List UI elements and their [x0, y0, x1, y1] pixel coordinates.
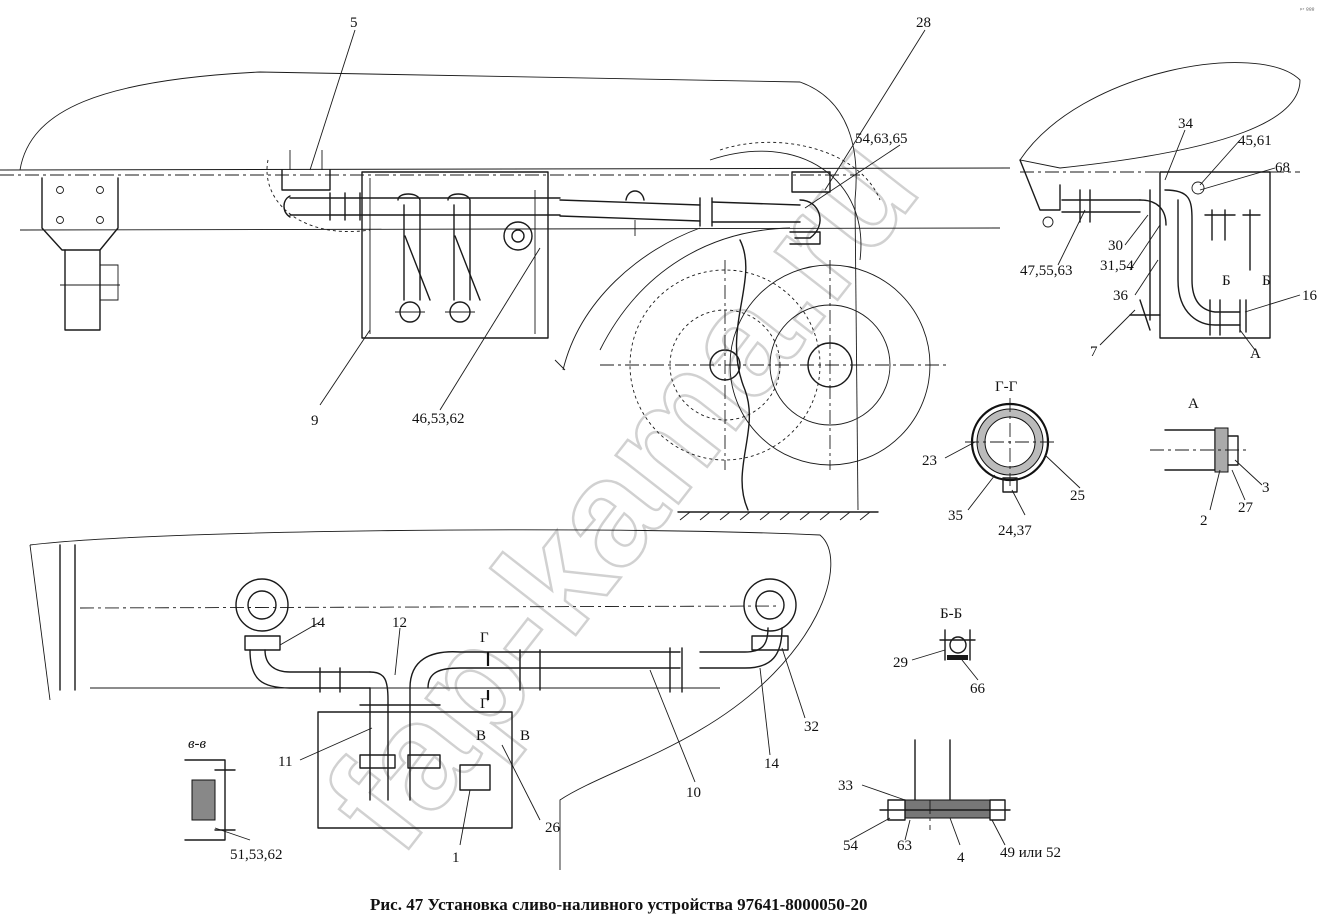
leader-lines — [214, 29, 1301, 846]
label-23: 23 — [922, 453, 937, 469]
section-gg — [965, 398, 1055, 493]
label-9: 9 — [311, 413, 319, 429]
label-35: 35 — [948, 508, 963, 524]
label-11: 11 — [278, 754, 292, 770]
label-47-55-63: 47,55,63 — [1020, 263, 1073, 279]
label-30: 30 — [1108, 238, 1123, 254]
callout-labels: 5 28 54,63,65 9 46,53,62 34 45,61 68 30 … — [188, 15, 1318, 866]
section-bb-title: Б-Б — [940, 606, 962, 622]
section-gg-title: Г-Г — [995, 379, 1018, 395]
label-b-marker-2: Б — [1262, 273, 1271, 289]
label-68: 68 — [1275, 160, 1290, 176]
label-7: 7 — [1090, 344, 1098, 360]
end-view-top-right — [1019, 62, 1301, 339]
section-vv — [184, 759, 236, 841]
label-33: 33 — [838, 778, 853, 794]
label-a-view-marker: А — [1250, 346, 1261, 362]
label-51-53-62: 51,53,62 — [230, 847, 283, 863]
label-63: 63 — [897, 838, 912, 854]
label-54-63-65: 54,63,65 — [855, 131, 908, 147]
label-b-marker-1: Б — [1222, 273, 1231, 289]
label-54: 54 — [843, 838, 859, 854]
label-26: 26 — [545, 820, 561, 836]
label-10: 10 — [686, 785, 701, 801]
label-14-left: 14 — [310, 615, 326, 631]
side-view-top — [0, 71, 1011, 521]
label-12: 12 — [392, 615, 407, 631]
label-31-54: 31,54 — [1100, 258, 1134, 274]
label-2: 2 — [1200, 513, 1208, 529]
label-16: 16 — [1302, 288, 1318, 304]
label-5: 5 — [350, 15, 358, 31]
label-32: 32 — [804, 719, 819, 735]
view-a — [1150, 427, 1248, 473]
section-vv-title: в-в — [188, 736, 207, 752]
view-a-title: А — [1188, 396, 1199, 412]
label-28: 28 — [916, 15, 931, 31]
label-25: 25 — [1070, 488, 1085, 504]
label-24-37: 24,37 — [998, 523, 1032, 539]
label-v-marker-2: В — [520, 728, 530, 744]
label-14-right: 14 — [764, 756, 780, 772]
label-4: 4 — [957, 850, 965, 866]
label-34: 34 — [1178, 116, 1194, 132]
label-49-or-52: 49 или 52 — [1000, 845, 1061, 861]
bolt-detail — [879, 739, 1011, 830]
label-1: 1 — [452, 850, 460, 866]
label-27: 27 — [1238, 500, 1254, 516]
figure-caption: Рис. 47 Установка сливо-наливного устрой… — [370, 895, 867, 914]
label-3: 3 — [1262, 480, 1270, 496]
section-bb — [939, 629, 976, 661]
plan-view-bottom — [29, 529, 832, 870]
label-36: 36 — [1113, 288, 1129, 304]
label-45-61: 45,61 — [1238, 133, 1272, 149]
label-46-53-62: 46,53,62 — [412, 411, 465, 427]
label-66: 66 — [970, 681, 986, 697]
label-g-marker-2: Г — [480, 696, 489, 712]
label-v-marker-1: В — [476, 728, 486, 744]
corner-mark: ᵖʳ ººº — [1300, 7, 1315, 14]
label-29: 29 — [893, 655, 908, 671]
label-g-marker-1: Г — [480, 630, 489, 646]
watermark-text: fap-kama.ru — [293, 106, 949, 879]
